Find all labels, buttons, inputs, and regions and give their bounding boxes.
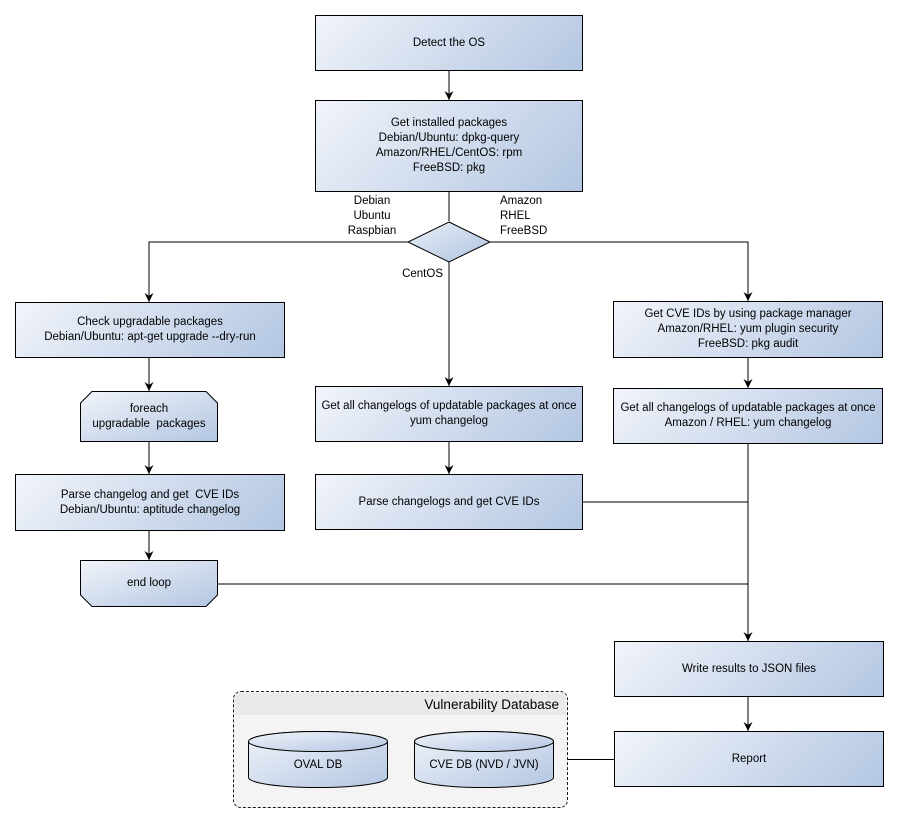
node-get-cve-ids-pkg-manager: Get CVE IDs by using package manager Ama… xyxy=(613,301,883,358)
node-get-installed-packages: Get installed packages Debian/Ubuntu: dp… xyxy=(315,100,583,192)
loop-end-shape xyxy=(80,560,218,607)
database-cylinder-icon xyxy=(248,731,388,788)
cve-db-cylinder: CVE DB (NVD / JVN) xyxy=(414,731,554,788)
edge-decision-to-check-upgradable xyxy=(144,241,408,302)
node-report: Report xyxy=(614,731,884,787)
node-check-upgradable-packages: Check upgradable packages Debian/Ubuntu:… xyxy=(15,302,285,358)
node-end-loop: end loop xyxy=(80,560,218,607)
node-parse-changelog-deb: Parse changelog and get CVE IDs Debian/U… xyxy=(15,474,285,531)
node-write-results-json: Write results to JSON files xyxy=(614,641,884,697)
node-parse-changelogs-centos: Parse changelogs and get CVE IDs xyxy=(315,474,583,530)
database-cylinder-icon xyxy=(414,731,554,788)
cve-db-label: CVE DB (NVD / JVN) xyxy=(429,758,539,771)
edge-decision-to-get-cve-ids xyxy=(490,241,753,301)
branch-label-amazon-rhel-freebsd: Amazon RHEL FreeBSD xyxy=(500,195,548,237)
loop-start-shape xyxy=(80,391,218,442)
loop-start-label: foreach upgradable packages xyxy=(92,402,206,430)
vulnerability-database-header: Vulnerability Database xyxy=(235,693,566,715)
node-detect-os: Detect the OS xyxy=(315,15,583,71)
loop-end-label: end loop xyxy=(126,577,172,589)
node-get-changelogs-amazon: Get all changelogs of updatable packages… xyxy=(613,388,883,444)
oval-db-cylinder: OVAL DB xyxy=(248,731,388,788)
branch-label-debian-ubuntu-raspbian: Debian Ubuntu Raspbian xyxy=(347,195,397,237)
node-foreach-loop-start: foreach upgradable packages xyxy=(80,391,218,442)
vulnerability-database-title: Vulnerability Database xyxy=(424,696,559,712)
branch-label-centos: CentOS xyxy=(402,268,443,280)
node-get-changelogs-centos: Get all changelogs of updatable packages… xyxy=(315,386,583,442)
os-decision-diamond xyxy=(406,221,492,263)
oval-db-label: OVAL DB xyxy=(293,758,343,771)
